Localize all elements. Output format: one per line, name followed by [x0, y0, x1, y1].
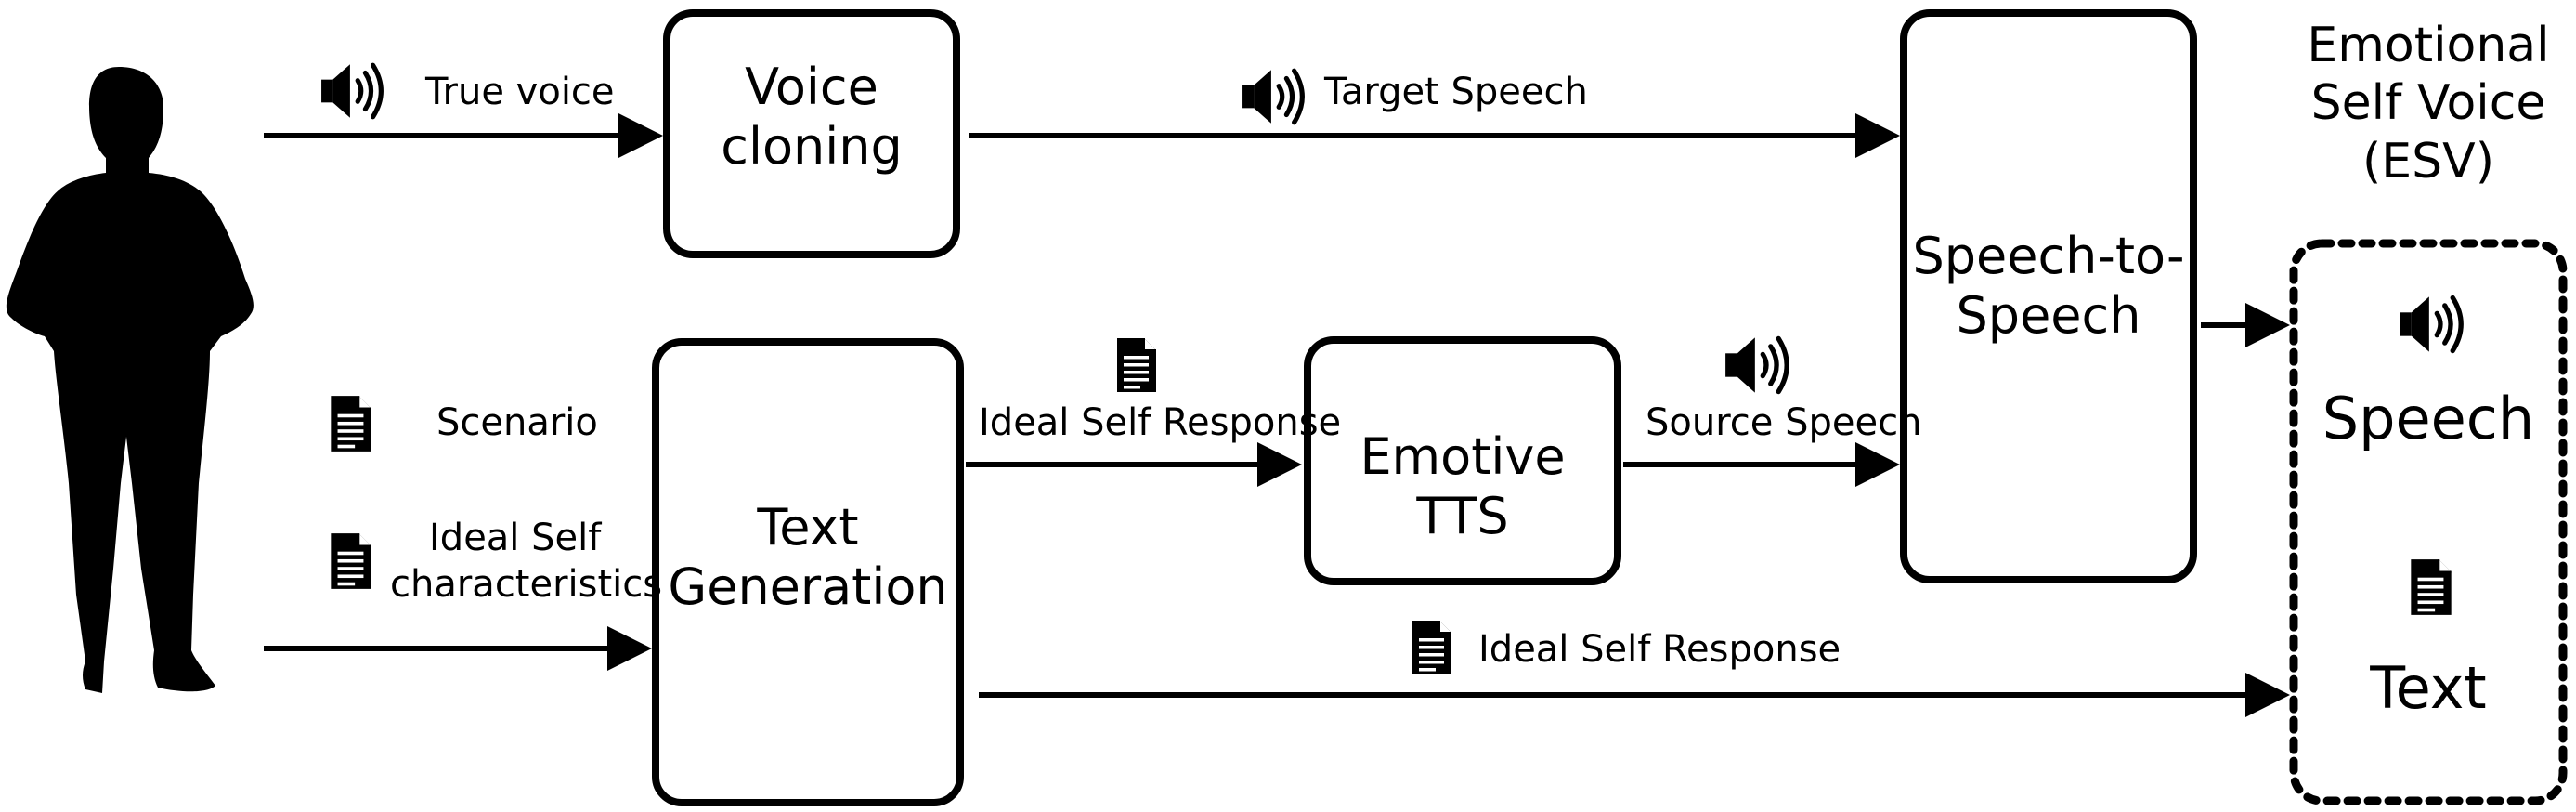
- esv-text-label: Text: [2370, 654, 2487, 722]
- emotive-tts-box: [1304, 336, 1621, 585]
- ideal-self-response-top-label: Ideal Self Response: [979, 401, 1342, 444]
- characteristics-label-line1: Ideal Self: [429, 517, 602, 559]
- esv-title: Emotional Self Voice (ESV): [2266, 17, 2576, 190]
- esv-title-line3: (ESV): [2361, 133, 2494, 190]
- scenario-label: Scenario: [436, 401, 598, 444]
- voice-cloning-box: [663, 9, 960, 258]
- speech-to-speech-title-line1: Speech-to-: [1912, 227, 2185, 285]
- source-speech-speaker-icon: [1725, 337, 1787, 392]
- person-silhouette-icon: [6, 67, 254, 693]
- target-speech-speaker-icon: [1242, 70, 1302, 124]
- esv-speech-speaker-icon: [2400, 296, 2461, 351]
- characteristics-label-line2: characteristics: [390, 563, 663, 606]
- esv-title-line2: Self Voice: [2310, 75, 2546, 132]
- voice-cloning-title-line1: Voice: [745, 58, 878, 116]
- text-generation-title: Text Generation: [656, 498, 960, 616]
- scenario-document-icon: [330, 395, 372, 452]
- speech-to-speech-title-line2: Speech: [1956, 285, 2141, 345]
- ideal-self-response-bottom-document-icon: [1411, 619, 1453, 676]
- text-generation-title-line1: Text: [757, 498, 859, 557]
- source-speech-label: Source Speech: [1646, 401, 1922, 444]
- esv-text-document-icon: [2410, 558, 2452, 616]
- text-generation-title-line2: Generation: [668, 557, 948, 616]
- characteristics-document-icon: [330, 532, 372, 590]
- ideal-self-response-top-document-icon: [1115, 336, 1158, 394]
- target-speech-label: Target Speech: [1324, 71, 1588, 113]
- voice-cloning-title: Voice cloning: [667, 58, 956, 176]
- true-voice-speaker-icon: [321, 64, 381, 118]
- voice-cloning-title-line2: cloning: [721, 116, 903, 176]
- text-generation-box: [652, 338, 964, 806]
- esv-speech-label: Speech: [2322, 385, 2535, 452]
- esv-title-line1: Emotional: [2307, 18, 2550, 73]
- true-voice-label: True voice: [425, 71, 615, 113]
- ideal-self-response-bottom-label: Ideal Self Response: [1478, 628, 1841, 671]
- esv-output-box: [2289, 239, 2568, 805]
- speech-to-speech-title: Speech-to- Speech: [1904, 227, 2193, 345]
- emotive-tts-title: Emotive TTS: [1360, 427, 1566, 545]
- speech-to-speech-box: [1900, 9, 2197, 583]
